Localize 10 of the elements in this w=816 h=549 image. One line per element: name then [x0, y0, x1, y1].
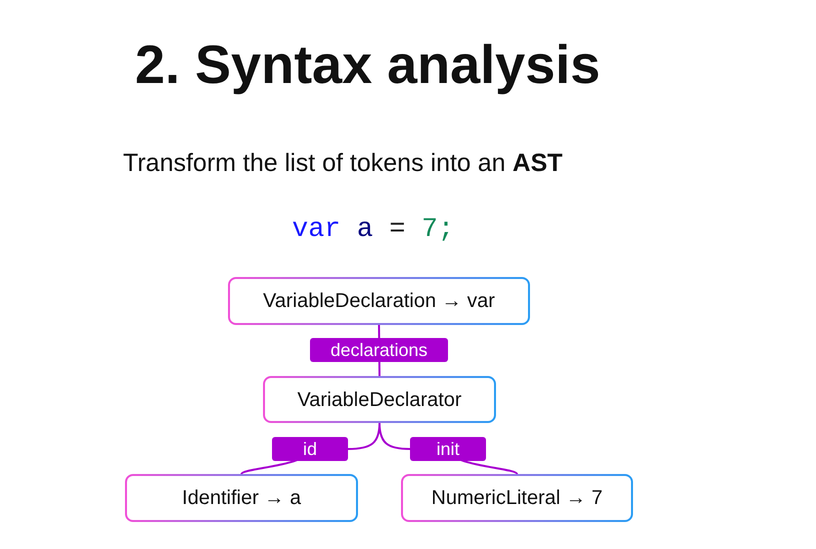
ast-node-box: Identifier → a — [125, 474, 358, 522]
code-line: var a = 7; — [292, 214, 454, 247]
ast-node-box: NumericLiteral → 7 — [401, 474, 633, 522]
edge-label: init — [410, 437, 486, 461]
edge-label: id — [272, 437, 348, 461]
ast-node-box: VariableDeclaration → var — [228, 277, 530, 325]
subtitle: Transform the list of tokens into an AST — [123, 148, 563, 179]
edge-label: declarations — [310, 338, 448, 362]
ast-node-box: VariableDeclarator — [263, 376, 496, 423]
slide-title: 2. Syntax analysis — [135, 38, 600, 92]
